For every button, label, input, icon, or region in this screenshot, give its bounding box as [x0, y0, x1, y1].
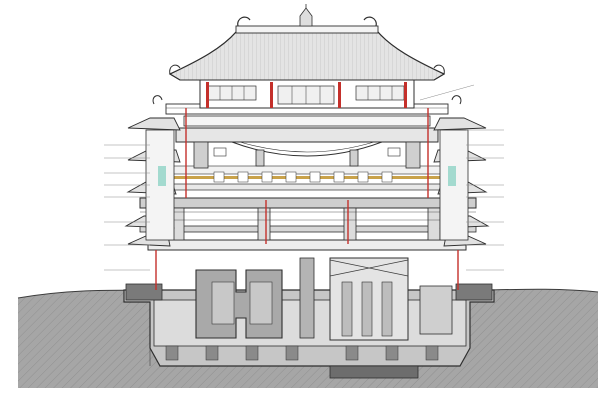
callout-right-label	[506, 192, 610, 202]
right-side-tiers	[433, 95, 490, 247]
right-callout-leaders	[419, 84, 504, 271]
callout-right-label	[506, 180, 610, 190]
left-side-tiers	[124, 95, 181, 247]
callout-left-label	[16, 265, 102, 275]
callout-right-label	[506, 125, 610, 135]
callout-left-label	[16, 217, 102, 227]
callout-right-label	[506, 240, 610, 250]
callout-left-label	[16, 192, 102, 202]
lower-structure	[139, 165, 477, 251]
callout-left-label	[16, 153, 102, 163]
main-roof	[168, 4, 446, 81]
callout-right-label	[506, 153, 610, 163]
upper-storey	[199, 79, 415, 109]
callout-top-right-label	[478, 80, 608, 90]
base-blocks	[149, 257, 453, 366]
red-structural-posts	[155, 108, 459, 290]
callout-left-label	[16, 240, 102, 250]
callout-right-label	[506, 265, 610, 275]
callout-right-label	[506, 217, 610, 227]
left-callout-leaders	[104, 144, 150, 271]
callout-left-label	[16, 180, 102, 190]
callout-left-label	[16, 140, 102, 150]
callout-left-label	[16, 168, 102, 178]
middle-storey	[165, 103, 449, 169]
